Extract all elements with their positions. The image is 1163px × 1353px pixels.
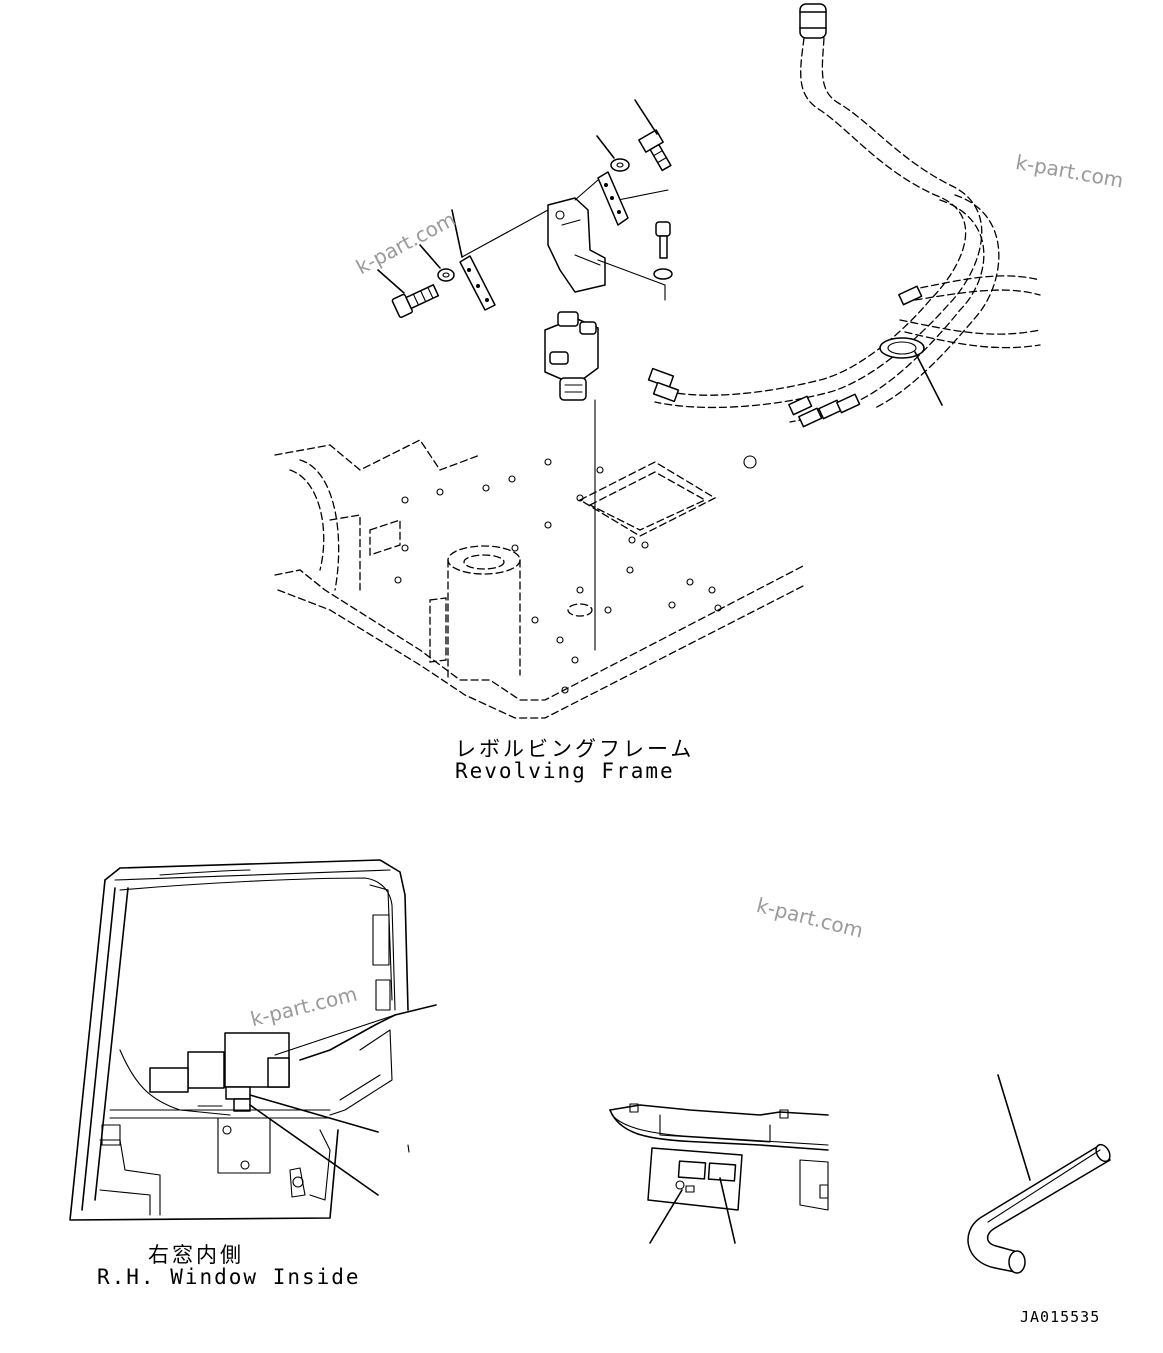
- revolving-frame-caption-en: Revolving Frame: [455, 759, 675, 783]
- hose-assembly: [647, 3, 1041, 428]
- hex-wrench: [967, 1074, 1111, 1274]
- rh-window-caption-en: R.H. Window Inside: [97, 1265, 361, 1289]
- drawing-code: JA015535: [1020, 1308, 1101, 1326]
- revolving-frame-caption-jp: レボルビングフレーム: [455, 737, 695, 761]
- revolving-frame: [274, 439, 806, 719]
- rh-window-caption-jp: 右窓内側: [148, 1243, 244, 1267]
- valve-bracket-assembly: [377, 99, 673, 651]
- console-label-view: [609, 1103, 829, 1244]
- frame-holes: [394, 455, 757, 694]
- rh-window-view: [69, 859, 437, 1221]
